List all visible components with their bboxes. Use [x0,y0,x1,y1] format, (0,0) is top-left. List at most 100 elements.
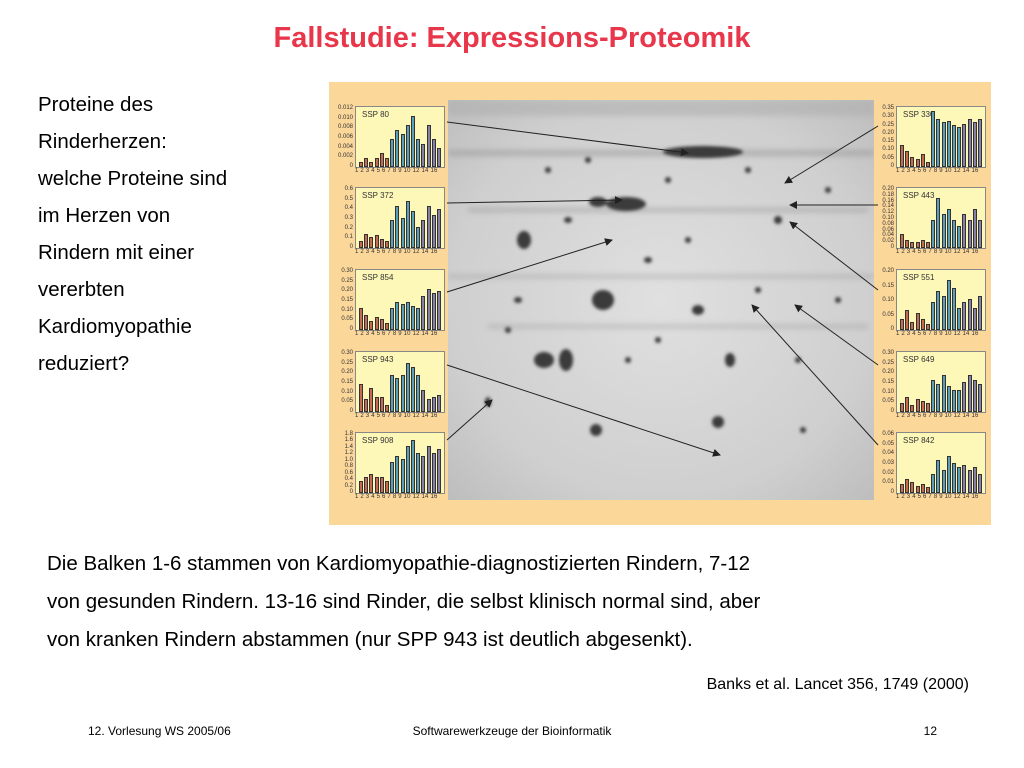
bar [431,215,436,248]
bar [379,153,384,167]
bar [926,402,931,412]
y-tick-label: 0.10 [882,146,894,153]
y-tick-label: 0.25 [882,359,894,366]
bar [359,480,364,493]
slide-title: Fallstudie: Expressions-Proteomik [273,22,751,54]
bar-group [359,274,442,330]
bar [431,452,436,493]
bar [957,225,962,248]
y-tick-label: 0.04 [882,232,894,239]
bar [972,466,977,493]
bar [437,208,442,248]
bar [920,239,925,248]
question-line: Rindern mit einer [38,241,195,264]
bar [411,440,416,493]
x-axis-labels: 1 2 3 4 5 6 7 8 9 10 12 14 16 [355,331,438,337]
bar [941,214,946,248]
bar [359,384,364,412]
bar [411,210,416,248]
bar [374,316,379,330]
bar [379,318,384,330]
y-tick-label: 0.14 [882,203,894,210]
bar [952,389,957,412]
bar [385,157,390,167]
y-tick-label: 0.05 [882,398,894,405]
y-tick-label: 0.20 [882,186,894,192]
y-tick-label: 0.18 [882,191,894,198]
x-axis-labels: 1 2 3 4 5 6 7 8 9 10 12 14 16 [896,249,979,255]
y-tick-label: 0.30 [341,268,353,274]
y-tick-label: 0.10 [882,215,894,221]
bar [957,307,962,330]
bar [936,290,941,330]
bar [926,162,931,167]
bar [395,129,400,167]
y-tick-label: 1.0 [344,456,353,463]
y-tick-label: 0.25 [341,277,353,284]
y-tick-label: 0.2 [344,224,353,231]
bar [385,322,390,330]
bar [437,395,442,412]
bar [910,481,915,493]
panel-label: SSP 908 [362,436,394,445]
bar [374,477,379,493]
y-tick-label: 0.15 [882,379,894,385]
bar [936,460,941,493]
y-tick-label: 0.35 [882,105,894,111]
bar [900,234,905,248]
bar-chart-plot: SSP 372 [355,187,445,249]
y-tick-label: 0.012 [337,105,353,111]
y-tick-label: 0.10 [882,388,894,395]
y-tick-label: 0 [349,408,353,414]
bar [411,305,416,330]
bar-chart-plot: SSP 842 [896,432,986,494]
bar [390,220,395,248]
bar [952,463,957,493]
y-tick-label: 0.2 [344,482,353,489]
y-tick-label: 0.15 [341,297,353,303]
y-tick-label: 0.4 [344,476,353,483]
bar [369,320,374,330]
bar [915,159,920,167]
y-tick-label: 0.08 [882,220,894,227]
panel-label: SSP 943 [362,355,394,364]
bar [910,157,915,167]
bar [405,363,410,412]
bar [421,389,426,412]
bar [915,398,920,412]
bar [385,241,390,248]
x-axis-labels: 1 2 3 4 5 6 7 8 9 10 12 14 16 [896,331,979,337]
y-tick-label: 0.5 [344,195,353,202]
bar [390,307,395,330]
x-axis-labels: 1 2 3 4 5 6 7 8 9 10 12 14 16 [355,249,438,255]
panel-label: SSP 551 [903,273,935,282]
bar [379,477,384,493]
bar-group [359,111,442,167]
y-tick-label: 0.30 [341,350,353,356]
bar [364,398,369,412]
panel-label: SSP 330 [903,110,935,119]
gel-spots [448,100,874,436]
bar [359,240,364,248]
bar [364,315,369,330]
bar [952,288,957,330]
bar [967,220,972,248]
bar [390,461,395,493]
bar [915,313,920,330]
page-number: 12 [923,724,937,738]
panel-label: SSP 854 [362,273,394,282]
bar [931,380,936,412]
x-axis-labels: 1 2 3 4 5 6 7 8 9 10 12 14 16 [896,494,979,500]
bar [416,227,421,248]
y-tick-label: 0.01 [882,479,894,486]
bar-chart-plot: SSP 908 [355,432,445,494]
bar [426,288,431,330]
bar-chart-plot: SSP 649 [896,351,986,413]
panel-label: SSP 443 [903,191,935,200]
footer-center: Softwarewerkzeuge der Bioinformatik [412,724,612,738]
y-tick-label: 0.16 [882,197,894,204]
bar [400,134,405,167]
bar [395,455,400,493]
